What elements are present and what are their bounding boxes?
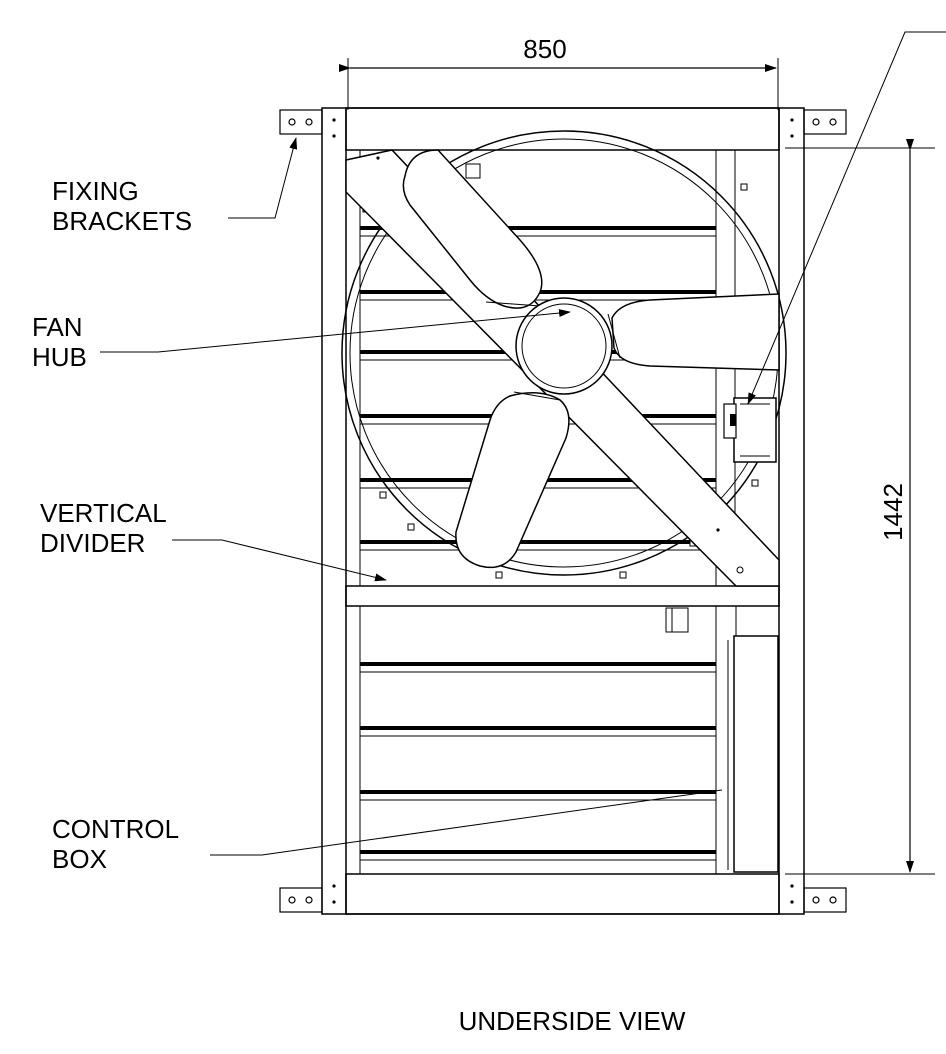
- lower-louvres: [359, 606, 717, 874]
- fixing-bracket-bottom-left: [279, 887, 323, 913]
- view-title: UNDERSIDE VIEW: [459, 1006, 686, 1036]
- label-vertical-divider-line2: DIVIDER: [40, 528, 145, 558]
- label-control-box: CONTROL BOX: [52, 814, 179, 874]
- fan-blades: [402, 149, 780, 569]
- label-vertical-divider: VERTICAL DIVIDER: [40, 498, 167, 558]
- fixing-bracket-top-left: [279, 109, 323, 135]
- label-fan-hub-line2: HUB: [32, 342, 87, 372]
- fixing-bracket-top-right: [803, 109, 847, 135]
- fixing-bracket-bottom-right: [803, 887, 847, 913]
- width-dimension: 850: [339, 34, 779, 110]
- label-fixing-brackets-line1: FIXING: [52, 176, 139, 206]
- label-fan-hub-line1: FAN: [32, 312, 83, 342]
- label-vertical-divider-line1: VERTICAL: [40, 498, 167, 528]
- height-dimension-value: 1442: [878, 483, 908, 541]
- label-control-box-line1: CONTROL: [52, 814, 179, 844]
- motor-bracket: [723, 397, 777, 463]
- label-fixing-brackets-line2: BRACKETS: [52, 206, 192, 236]
- control-box: [727, 606, 779, 873]
- fan-hub: [515, 297, 613, 395]
- leader-lines: [100, 31, 946, 856]
- label-fixing-brackets: FIXING BRACKETS: [52, 176, 192, 236]
- label-fan-hub: FAN HUB: [32, 312, 87, 372]
- height-dimension: 1442: [785, 139, 935, 875]
- width-dimension-value: 850: [523, 34, 566, 64]
- label-control-box-line2: BOX: [52, 844, 107, 874]
